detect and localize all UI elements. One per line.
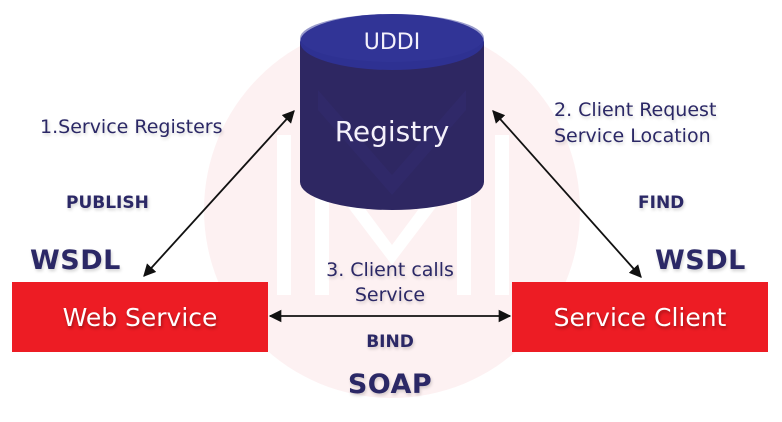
publish-verb-label: PUBLISH	[66, 193, 149, 213]
registry-cylinder-body	[300, 42, 484, 210]
bind-step-line1: 3. Client calls	[326, 259, 454, 281]
bind-protocol-label: SOAP	[347, 369, 433, 400]
bind-step-label: 3. Client calls Service	[290, 258, 490, 308]
web-service-label: Web Service	[62, 302, 218, 332]
watermark-circle	[204, 22, 580, 398]
publish-arrow	[143, 110, 295, 277]
service-client-box: Service Client	[512, 282, 768, 352]
publish-step-label: 1.Service Registers	[40, 116, 223, 138]
registry-top-label: UDDI	[363, 30, 421, 55]
web-service-box: Web Service	[12, 282, 268, 352]
find-protocol-label: WSDL	[655, 245, 746, 276]
find-step-line1: 2. Client Request	[554, 99, 717, 121]
service-client-label: Service Client	[553, 302, 727, 332]
find-step-label: 2. Client Request Service Location	[554, 97, 716, 149]
publish-protocol-label: WSDL	[30, 245, 121, 276]
bind-verb-label: BIND	[366, 332, 414, 352]
find-arrow	[492, 110, 642, 278]
bind-step-line2: Service	[354, 284, 426, 306]
registry-body-label: Registry	[334, 115, 450, 148]
find-step-line2: Service Location	[554, 125, 711, 147]
find-verb-label: FIND	[638, 193, 685, 213]
